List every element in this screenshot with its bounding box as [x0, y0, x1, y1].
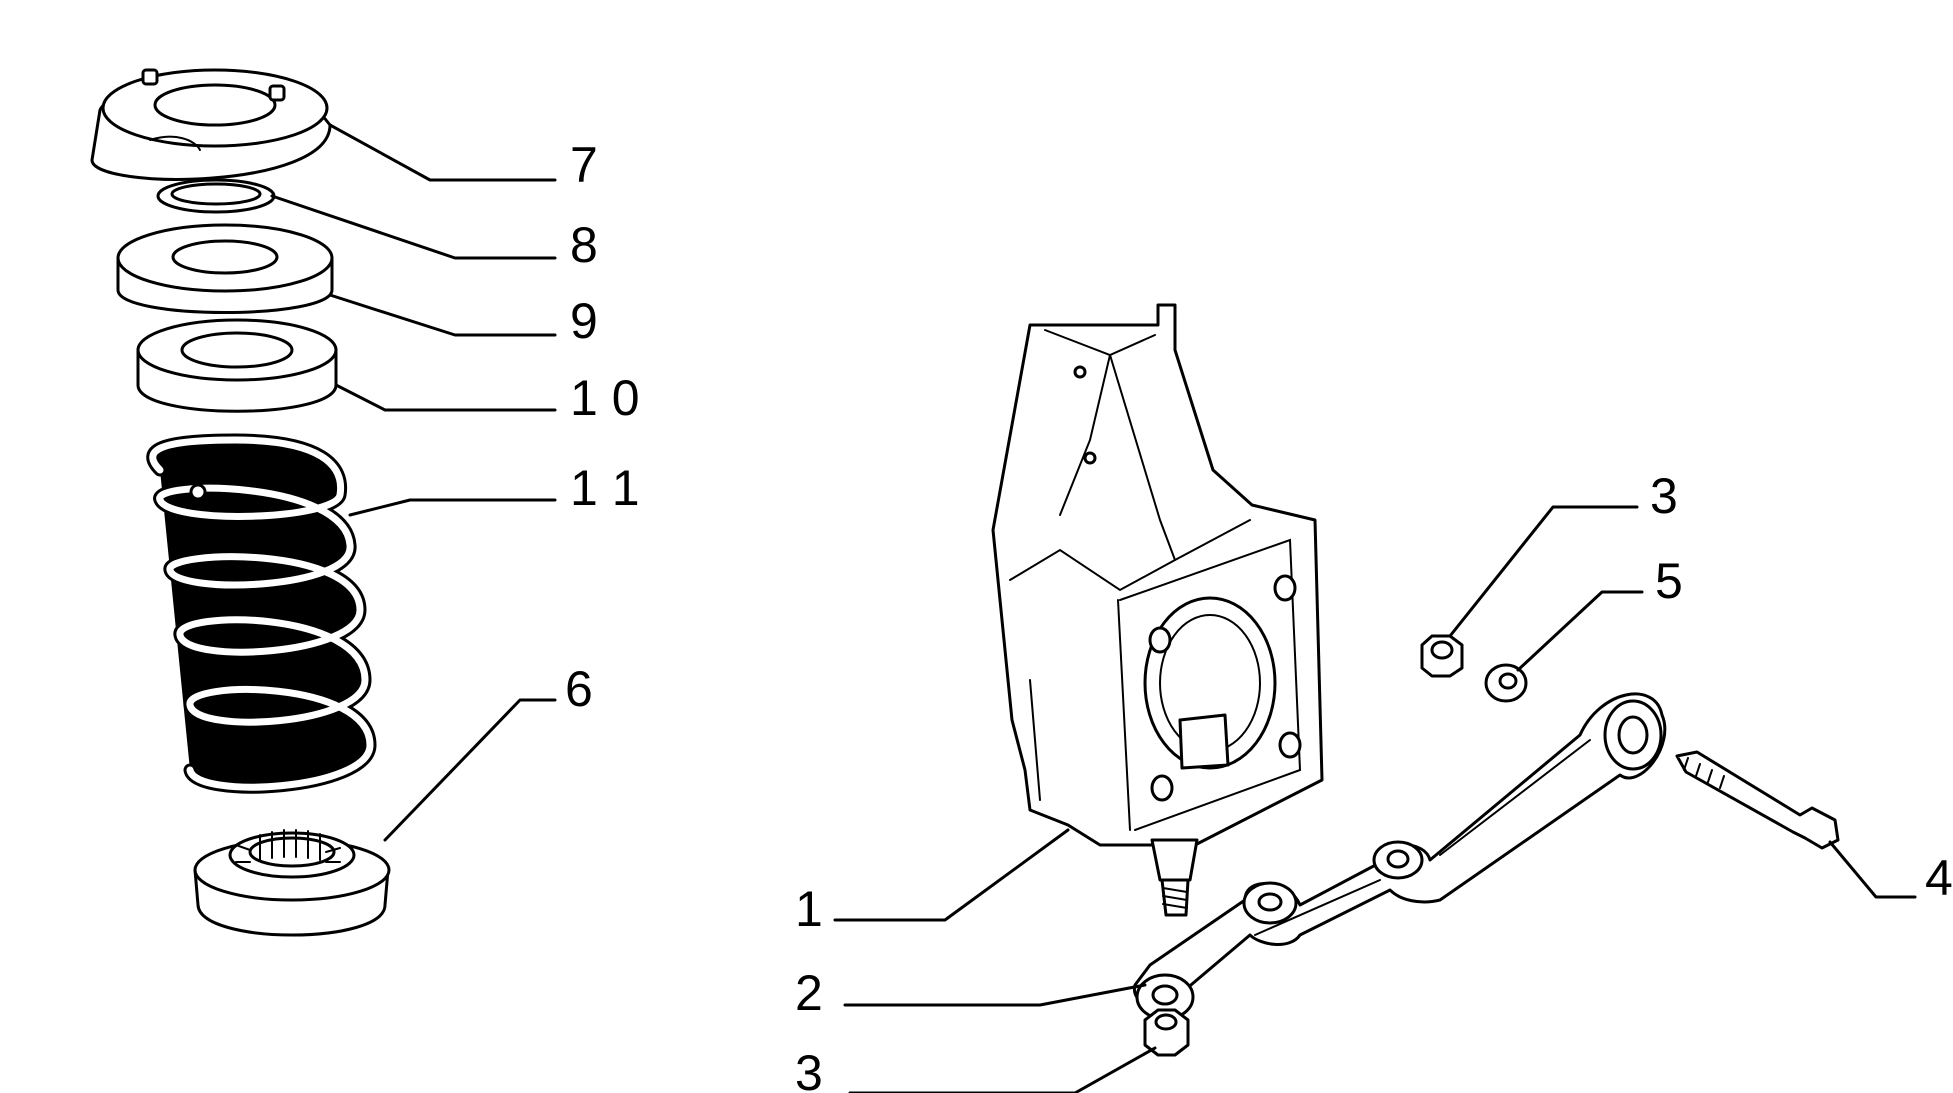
leader-lines	[270, 123, 1917, 1093]
leader-2	[843, 983, 1147, 1007]
leader-3-upper	[1448, 505, 1639, 638]
part-3-nut-upper	[1420, 634, 1464, 678]
callout-labels: 7 8 9 1 0 1 1 6 1 2 3 3 5 4	[565, 137, 1953, 1093]
callout-6: 6	[565, 661, 593, 717]
part-6-lower-mount	[193, 829, 391, 937]
leader-4	[1828, 840, 1917, 899]
part-9-plate	[116, 223, 334, 314]
part-3-nut-lower	[1143, 1008, 1190, 1057]
part-11-coil-spring	[153, 440, 370, 787]
leader-1	[833, 828, 1070, 922]
callout-10: 1 0	[570, 370, 640, 426]
leader-6	[383, 698, 557, 842]
part-10-pad	[136, 318, 338, 413]
leader-9	[328, 293, 557, 337]
part-2-control-arm	[1133, 692, 1667, 1021]
callout-3-lower: 3	[795, 1045, 823, 1093]
leader-11	[348, 498, 557, 517]
part-1-knuckle	[991, 303, 1324, 917]
part-4-bolt	[1675, 750, 1840, 850]
part-8-ring	[156, 178, 276, 214]
part-7-upper-mount	[90, 68, 332, 181]
leader-3-lower	[848, 1046, 1157, 1093]
leader-7	[328, 123, 557, 182]
callout-7: 7	[570, 137, 598, 193]
leader-8	[270, 194, 557, 260]
callout-8: 8	[570, 217, 598, 273]
callout-5: 5	[1655, 553, 1683, 609]
callout-9: 9	[570, 293, 598, 349]
callout-3-upper: 3	[1650, 468, 1678, 524]
part-5-washer	[1484, 663, 1528, 703]
callout-11: 1 1	[570, 460, 640, 516]
callout-1: 1	[795, 881, 823, 937]
leader-5	[1516, 590, 1644, 672]
leader-10	[334, 383, 557, 412]
callout-4: 4	[1925, 850, 1953, 906]
callout-2: 2	[795, 965, 823, 1021]
